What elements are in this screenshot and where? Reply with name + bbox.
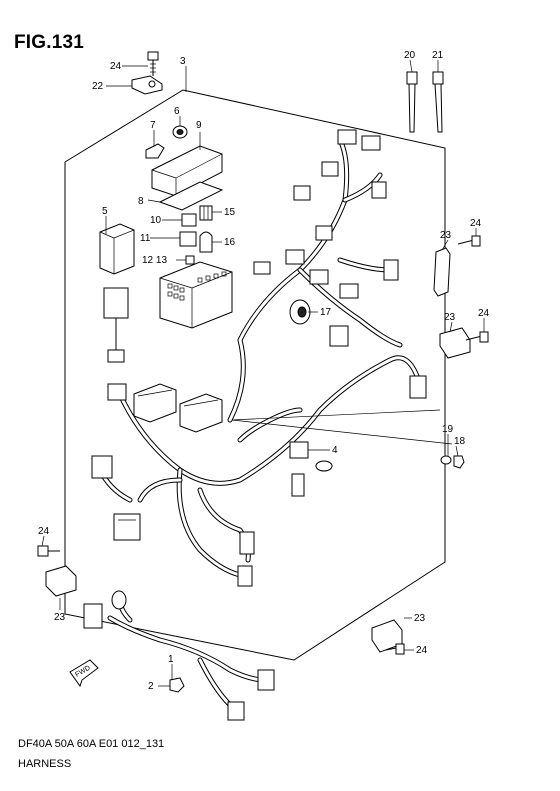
callout-24-top: 24: [110, 61, 122, 72]
callout-2: 2: [148, 681, 154, 692]
sub-harness-1: [83, 590, 275, 721]
callout-24-left: 24: [38, 526, 50, 537]
callout-4: 4: [332, 445, 338, 456]
cap-15: [199, 231, 213, 253]
callout-15: 16: [224, 237, 236, 248]
callout-5: 5: [102, 206, 108, 217]
callout-19: 20: [404, 50, 416, 61]
callout-24-right-a: 24: [470, 218, 482, 229]
bracket-22: [433, 247, 451, 297]
main-harness: [97, 137, 423, 578]
gasket-8: [158, 181, 224, 211]
fuse-10: [181, 213, 197, 227]
cable-tie-19: [406, 71, 418, 133]
grommet-6: [172, 125, 188, 139]
connectors-top-right: [253, 129, 427, 399]
callout-10: 10: [150, 215, 162, 226]
callout-14: 15: [224, 207, 236, 218]
connector-block-left: [133, 383, 177, 423]
sensor-16: [289, 299, 311, 325]
callout-23-right: 23: [444, 312, 456, 323]
connector-lower-center-2: [237, 565, 253, 587]
bracket-23-right: [439, 327, 471, 359]
callout-6: 6: [174, 106, 180, 117]
callout-labels: 24 22 3 6 7 9 8 5 10 11 12 13 15 16 17 4…: [38, 50, 490, 692]
bolt-24-right-a: [457, 235, 481, 247]
connector-lower-left: [113, 513, 141, 541]
callout-17: 18: [454, 436, 466, 447]
washer-18: [440, 455, 452, 465]
fuse-12-13: [185, 255, 195, 265]
callout-18: 19: [442, 424, 454, 435]
callout-24-bottom-right: 24: [416, 645, 428, 656]
bracket-23-left: [45, 565, 77, 597]
relay-11: [179, 231, 197, 247]
callout-3: 3: [180, 56, 186, 67]
cable-tie-20: [432, 71, 444, 133]
clip-7: [145, 143, 165, 159]
leader-lines: [41, 59, 485, 687]
callout-7: 7: [150, 120, 156, 131]
callout-11: 11: [140, 233, 151, 244]
callout-16: 17: [320, 307, 332, 318]
callout-21: 22: [92, 81, 104, 92]
callout-24-right-b: 24: [478, 308, 490, 319]
callout-20: 21: [432, 50, 444, 61]
callout-23-left: 23: [54, 612, 66, 623]
callout-22: 23: [440, 230, 452, 241]
connector-4: [289, 441, 333, 497]
callout-8: 8: [138, 196, 144, 207]
fuse-box: [159, 261, 233, 329]
nut-2: [169, 677, 185, 693]
fuse-holder-14: [199, 205, 213, 221]
bolt-24-top: [147, 51, 159, 76]
connector-left-upper: [103, 287, 129, 363]
callout-1: 1: [168, 654, 174, 665]
connector-mid-left: [107, 383, 127, 401]
bolt-24-bottom-right: [385, 643, 405, 655]
relay-box-5: [99, 223, 135, 275]
callout-12-13: 12 13: [142, 255, 167, 266]
connector-lower-center: [239, 531, 255, 555]
callout-9: 9: [196, 120, 202, 131]
assembly-frame: [64, 89, 446, 661]
footer-name: HARNESS: [18, 758, 72, 770]
fwd-arrow: FWD: [69, 659, 99, 688]
connector-block-right: [179, 393, 223, 433]
connector-left-side: [91, 455, 113, 479]
figure-title: FIG.131: [14, 32, 85, 53]
bracket-21: [131, 75, 163, 95]
footer-model-code: DF40A 50A 60A E01 012_131: [18, 738, 165, 750]
callout-23-bottom-right: 23: [414, 613, 426, 624]
nut-17: [453, 455, 465, 469]
bolt-24-left: [37, 545, 60, 557]
